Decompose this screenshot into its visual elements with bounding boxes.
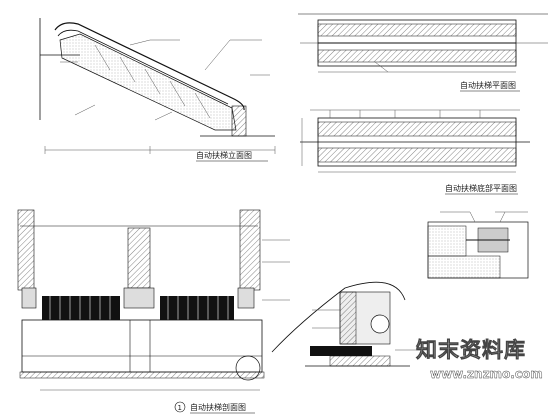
watermark-url: www.znzmo.com xyxy=(430,367,543,381)
elevation-title: 自动扶梯立面图 xyxy=(196,150,252,160)
escalator-bottom-plan-view: 自动扶梯底部平面图 xyxy=(300,109,530,195)
enlarged-detail-view xyxy=(271,281,420,367)
plan-title: 自动扶梯平面图 xyxy=(460,80,516,90)
watermark-logo: 知末资料库 www.znzmo.com xyxy=(416,338,543,382)
escalator-plan-view: 自动扶梯平面图 xyxy=(298,13,548,92)
bottom-plan-title: 自动扶梯底部平面图 xyxy=(445,183,517,193)
escalator-section-view: 1 自动扶梯剖面图 xyxy=(17,209,290,414)
watermark-logo-text: 知末资料库 xyxy=(416,338,526,362)
escalator-elevation-view: 自动扶梯立面图 xyxy=(39,18,276,162)
handrail-detail-view xyxy=(427,211,529,279)
section-title: 自动扶梯剖面图 xyxy=(190,402,246,412)
section-number: 1 xyxy=(178,404,182,412)
